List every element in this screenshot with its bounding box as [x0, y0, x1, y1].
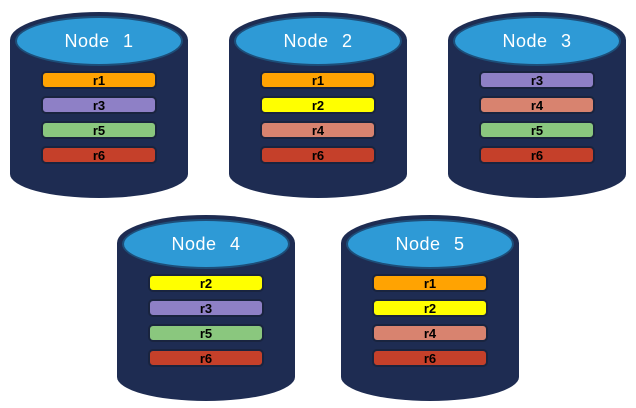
replica-label: r2: [311, 97, 325, 113]
replica-bar: r5: [479, 121, 595, 139]
replica-list: r1 r3 r5 r6: [10, 71, 188, 164]
replica-bar: r6: [479, 146, 595, 164]
db-node-4: Node 4 r2 r3 r5 r6: [117, 215, 295, 401]
db-node-2: Node 2 r1 r2 r4 r6: [229, 12, 407, 198]
replica-label: r6: [92, 147, 106, 163]
replica-label: r6: [199, 350, 213, 366]
replica-label: r2: [199, 275, 213, 291]
node-row-bottom: Node 4 r2 r3 r5 r6 Node 5 r1: [0, 215, 636, 401]
replica-bar: r2: [148, 274, 264, 292]
node-title: Node 5: [395, 233, 465, 254]
replica-bar: r1: [41, 71, 157, 89]
replica-list: r3 r4 r5 r6: [448, 71, 626, 164]
cylinder-top: Node 3: [453, 16, 621, 66]
replica-bar: r1: [372, 274, 488, 292]
replica-label: r4: [311, 122, 325, 138]
node-title: Node 3: [502, 30, 572, 51]
replica-bar: r3: [41, 96, 157, 114]
cylinder-top: Node 5: [346, 219, 514, 269]
replica-label: r6: [530, 147, 544, 163]
replica-bar: r3: [479, 71, 595, 89]
replica-bar: r5: [41, 121, 157, 139]
node-row-top: Node 1 r1 r3 r5 r6 Node 2 r1: [0, 0, 636, 198]
replica-label: r5: [199, 325, 213, 341]
replica-list: r1 r2 r4 r6: [229, 71, 407, 164]
replica-bar: r6: [148, 349, 264, 367]
cylinder-top: Node 1: [15, 16, 183, 66]
replica-label: r3: [92, 97, 106, 113]
replica-label: r1: [92, 72, 106, 88]
cylinder-top: Node 4: [122, 219, 290, 269]
replica-bar: r4: [479, 96, 595, 114]
replica-bar: r3: [148, 299, 264, 317]
replica-bar: r1: [260, 71, 376, 89]
node-title: Node 4: [171, 233, 241, 254]
replica-bar: r4: [372, 324, 488, 342]
replica-label: r1: [311, 72, 325, 88]
replica-label: r1: [423, 275, 437, 291]
replica-label: r5: [92, 122, 106, 138]
replica-label: r5: [530, 122, 544, 138]
node-title: Node 1: [64, 30, 134, 51]
replica-bar: r6: [372, 349, 488, 367]
db-node-3: Node 3 r3 r4 r5 r6: [448, 12, 626, 198]
replica-label: r4: [423, 325, 437, 341]
replica-label: r2: [423, 300, 437, 316]
replica-bar: r4: [260, 121, 376, 139]
replica-bar: r6: [41, 146, 157, 164]
replica-list: r1 r2 r4 r6: [341, 274, 519, 367]
cylinder-top: Node 2: [234, 16, 402, 66]
replica-label: r4: [530, 97, 544, 113]
replica-bar: r6: [260, 146, 376, 164]
db-node-5: Node 5 r1 r2 r4 r6: [341, 215, 519, 401]
replica-bar: r2: [260, 96, 376, 114]
replica-label: r3: [530, 72, 544, 88]
replica-list: r2 r3 r5 r6: [117, 274, 295, 367]
db-node-1: Node 1 r1 r3 r5 r6: [10, 12, 188, 198]
replica-label: r3: [199, 300, 213, 316]
node-title: Node 2: [283, 30, 353, 51]
replica-bar: r5: [148, 324, 264, 342]
replica-label: r6: [311, 147, 325, 163]
replica-label: r6: [423, 350, 437, 366]
replica-bar: r2: [372, 299, 488, 317]
